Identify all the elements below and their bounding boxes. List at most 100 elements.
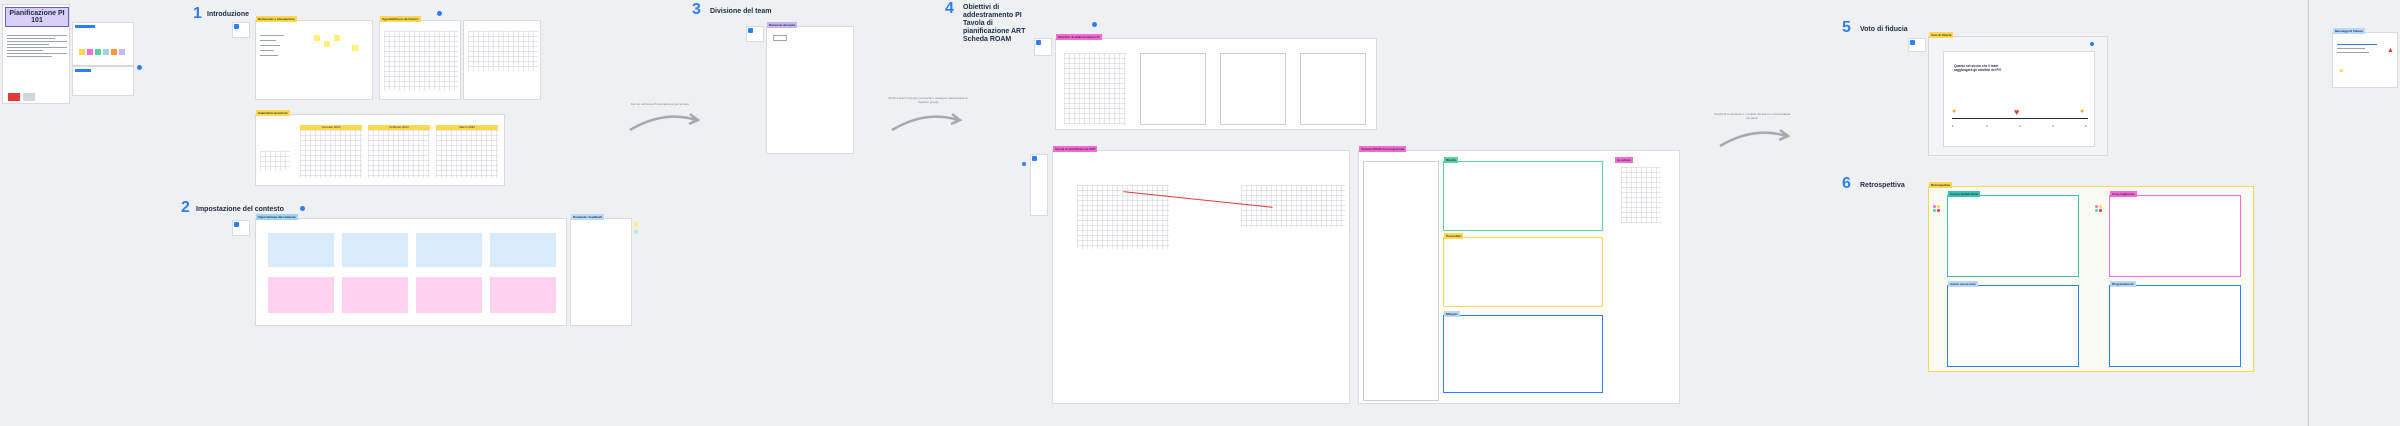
frame-roles-tag: Agenda/Flusso del lavoro xyxy=(380,16,421,22)
feedback-card[interactable]: Messaggi di fiducia ❝ ▲ xyxy=(2332,28,2398,88)
context-card-8[interactable] xyxy=(490,277,556,313)
section-3-number: 3 xyxy=(692,1,701,18)
frame-agenda[interactable]: Benvenuto e introduzione xyxy=(255,16,373,100)
sidebar-toolbox-4[interactable] xyxy=(1034,38,1052,56)
frame-agenda-tag: Benvenuto e introduzione xyxy=(256,16,297,22)
context-card-2[interactable] xyxy=(342,233,408,267)
retro-actions[interactable]: Azioni successive xyxy=(1947,281,2079,367)
presentation-icon[interactable] xyxy=(137,65,142,70)
calendar-month-3-label: Marzo 2023 xyxy=(436,125,498,130)
team-note xyxy=(773,35,787,41)
agenda-sticky-2[interactable] xyxy=(324,41,330,47)
flow-arrow-2 xyxy=(890,108,962,134)
presentation-icon-3[interactable] xyxy=(300,206,305,211)
frame-art-board[interactable]: Tavola di pianificazione ART xyxy=(1052,146,1350,404)
roles-table xyxy=(384,31,458,91)
frame-context-tag: Impostazione del contesto xyxy=(256,214,298,220)
calendar-month-1: Gennaio 2023 xyxy=(300,125,362,179)
frame-roles-2[interactable] xyxy=(463,20,541,100)
calendar-month-1-label: Gennaio 2023 xyxy=(300,125,362,130)
agenda-sticky-1[interactable] xyxy=(314,35,320,41)
section-2-title: Impostazione del contesto xyxy=(196,206,284,213)
frame-calendar[interactable]: Calendario iterazioni Gennaio 2023 Febbr… xyxy=(255,110,505,186)
arrow-note-2: Dividi il team in gruppi più piccoli e a… xyxy=(888,96,968,104)
heart-icon: ♥ xyxy=(2014,107,2020,117)
toolbox-icon-3[interactable] xyxy=(748,28,753,33)
toolbox-icon-5[interactable] xyxy=(1032,156,1037,161)
context-card-7[interactable] xyxy=(416,277,482,313)
context-card-3[interactable] xyxy=(416,233,482,267)
retro-improve[interactable]: Cosa migliorare xyxy=(2109,191,2241,277)
context-card-4[interactable] xyxy=(490,233,556,267)
frame-team[interactable]: Divisione del team xyxy=(766,22,854,154)
arrow-note-3: Condividi le decisioni e i risultati del… xyxy=(1713,112,1791,120)
frame-context[interactable]: Impostazione del contesto xyxy=(255,214,567,326)
toolbox-icon-4[interactable] xyxy=(1036,40,1041,45)
toolbox-icon-6[interactable] xyxy=(1910,40,1915,45)
sidebar-toolbox-2[interactable] xyxy=(232,220,250,236)
frame-confidence[interactable]: Voto di fiducia Quanto sei sicuro che il… xyxy=(1928,32,2108,156)
frame-calendar-tag: Calendario iterazioni xyxy=(256,110,290,116)
frame-roam[interactable]: Scheda ROAM del programma Risolto Possed… xyxy=(1358,146,1680,404)
sidebar-toolbox-1[interactable] xyxy=(232,22,250,38)
confidence-scale-3: 3 xyxy=(2019,124,2021,128)
confidence-question: Quanto sei sicuro che il team raggiunger… xyxy=(1954,64,2002,72)
context-card-5[interactable] xyxy=(268,277,334,313)
context-card-6[interactable] xyxy=(342,277,408,313)
flow-arrow-3 xyxy=(1718,124,1790,150)
confidence-scale-1: 1 xyxy=(1952,124,1954,128)
board-title-banner xyxy=(5,7,69,27)
retro-thanks[interactable]: Ringraziamenti xyxy=(2109,281,2241,367)
calendar-month-3: Marzo 2023 xyxy=(436,125,498,179)
art-board-table xyxy=(1077,185,1169,249)
presentation-icon-4[interactable] xyxy=(1092,22,1097,27)
frame-roles[interactable]: Agenda/Flusso del lavoro xyxy=(379,16,461,100)
agenda-lines xyxy=(260,31,300,81)
presentation-icon-5[interactable] xyxy=(1022,162,1026,166)
title-card-image xyxy=(8,93,20,101)
agenda-sticky-4[interactable] xyxy=(352,45,358,51)
thumbs-down-icon: ● xyxy=(1952,108,1957,115)
roam-box-3[interactable]: Mitigato xyxy=(1443,311,1603,393)
presentation-icon-6[interactable] xyxy=(2090,42,2094,46)
context-card-1[interactable] xyxy=(268,233,334,267)
toolbox-icon-2[interactable] xyxy=(234,222,239,227)
info-card[interactable] xyxy=(72,22,134,66)
objectives-table-4 xyxy=(1300,53,1366,125)
presentation-icon-2[interactable] xyxy=(437,11,442,16)
confidence-card: Quanto sei sicuro che il team raggiunger… xyxy=(1943,51,2095,147)
confidence-scale-4: 4 xyxy=(2052,124,2054,128)
sidebar-toolbox-5[interactable] xyxy=(1030,154,1048,216)
objectives-table-3 xyxy=(1220,53,1286,125)
frame-retro[interactable]: Retrospettiva Cosa è andato bene Cosa mi… xyxy=(1928,182,2254,372)
roam-label-3: Mitigato xyxy=(1444,311,1460,317)
toolbox-icon[interactable] xyxy=(234,24,239,29)
frame-team-tag: Divisione del team xyxy=(767,22,798,28)
feedback-sticky-2[interactable] xyxy=(634,230,638,234)
roam-box-1[interactable]: Risolto xyxy=(1443,157,1603,231)
frame-objectives[interactable]: Obiettivi di addestramento PI xyxy=(1055,34,1377,130)
retro-went-well-tag: Cosa è andato bene xyxy=(1948,191,1981,197)
frame-context-feedback[interactable]: Domande / feedback xyxy=(570,214,632,326)
retro-went-well[interactable]: Cosa è andato bene xyxy=(1947,191,2079,277)
board-title-card[interactable]: Pianificazione PI 101 xyxy=(2,4,70,104)
roam-small-table xyxy=(1621,167,1661,223)
confidence-scale-line xyxy=(1952,118,2088,119)
roam-label-1: Risolto xyxy=(1444,157,1459,163)
calendar-month-2: Febbraio 2023 xyxy=(368,125,430,179)
objectives-table-2 xyxy=(1140,53,1206,125)
roam-label-2: Posseduto xyxy=(1444,233,1464,239)
section-2-number: 2 xyxy=(181,199,190,216)
title-card-text xyxy=(7,33,67,93)
feedback-sticky-1[interactable] xyxy=(634,222,638,226)
info-card-2[interactable] xyxy=(72,66,134,96)
title-card-image-2 xyxy=(23,93,35,101)
sidebar-toolbox-3[interactable] xyxy=(746,26,764,42)
section-1-title: Introduzione xyxy=(207,11,249,18)
thumbs-up-icon: ● xyxy=(2080,108,2085,115)
sidebar-toolbox-6[interactable] xyxy=(1908,38,1926,52)
roam-box-2[interactable]: Posseduto xyxy=(1443,233,1603,307)
agenda-sticky-3[interactable] xyxy=(334,35,340,41)
frame-retro-tag: Retrospettiva xyxy=(1929,182,1953,188)
section-6-number: 6 xyxy=(1842,175,1851,192)
